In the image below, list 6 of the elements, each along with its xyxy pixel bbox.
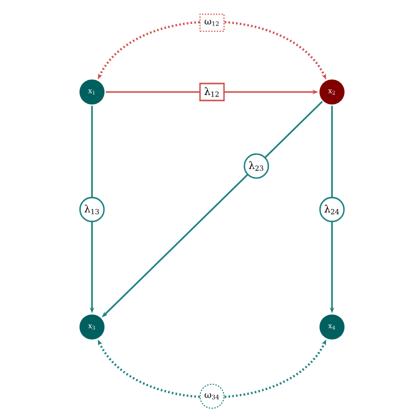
edge-label: λ$_{13}$ (79, 196, 105, 222)
edge-label: λ$_{24}$ (319, 196, 345, 222)
edge-label: λ$_{12}$ (199, 82, 225, 102)
edge-label: λ$_{23}$ (244, 153, 270, 179)
edge-label: ω$_{12}$ (200, 14, 224, 32)
edge-label: ω$_{34}$ (200, 384, 224, 409)
